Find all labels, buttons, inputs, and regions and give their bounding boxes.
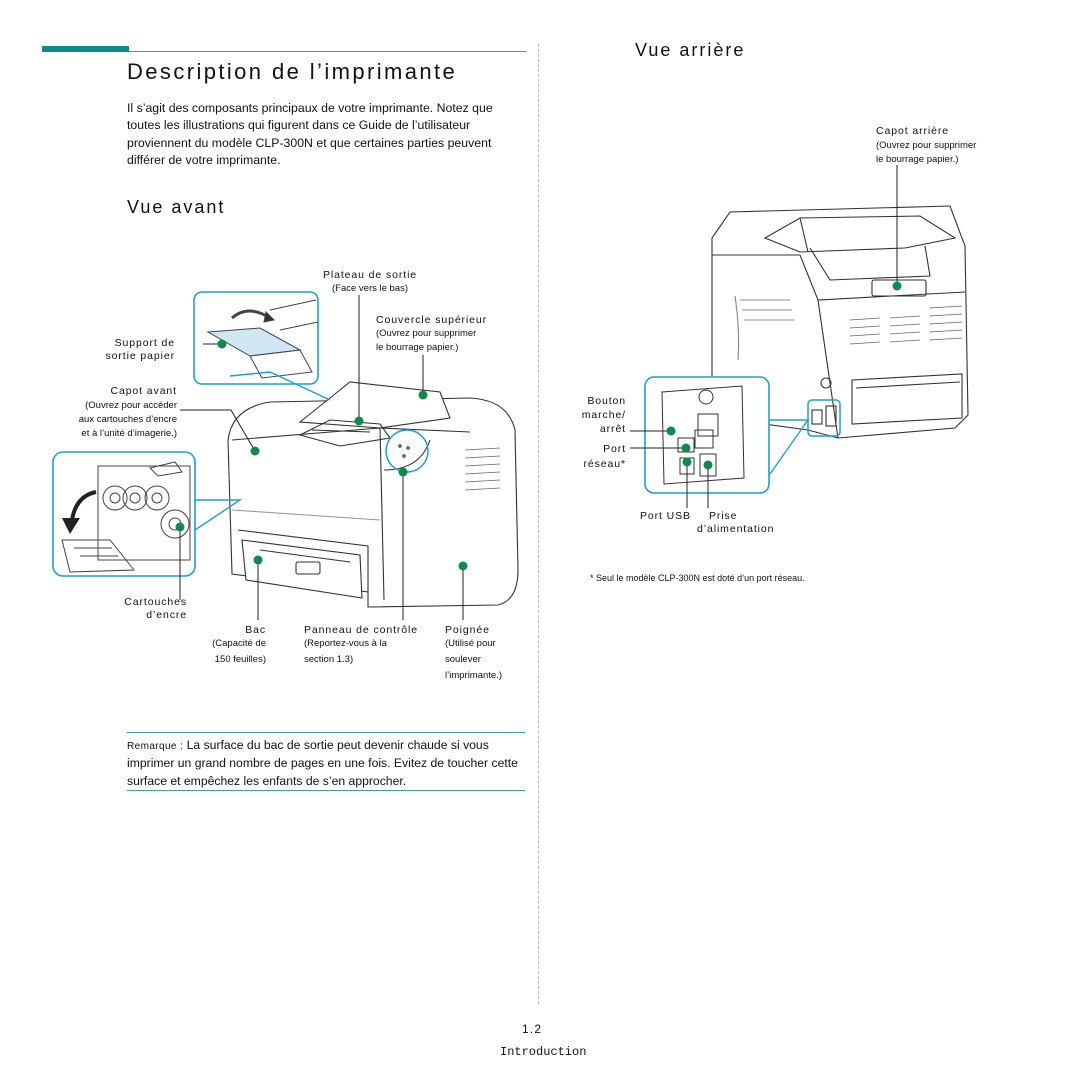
top-cover-sub1: (Ouvrez pour supprimer (376, 328, 477, 339)
power-switch-label-3: arrêt (599, 423, 626, 435)
tray-sub1: (Capacité de (212, 638, 266, 649)
note-label: Remarque : (127, 741, 184, 752)
network-port-label-1: Port (603, 443, 626, 455)
header-accent-bar (42, 46, 129, 52)
handle-sub2: soulever (445, 654, 481, 665)
rear-view-heading: Vue arrière (635, 40, 746, 60)
tray-label: Bac (245, 624, 266, 636)
toner-label-2: d’encre (146, 609, 187, 621)
front-cover-sub2: aux cartouches d’encre (78, 414, 177, 425)
control-panel-sub2: section 1.3) (304, 654, 354, 665)
rear-printer-illustration (630, 165, 969, 508)
handle-sub3: l’imprimante.) (445, 670, 503, 681)
front-view-heading: Vue avant (127, 197, 226, 217)
note-text: La surface du bac de sortie peut devenir… (127, 738, 518, 788)
handle-sub1: (Utilisé pour (445, 638, 496, 649)
chapter-name: Introduction (500, 1045, 587, 1059)
top-cover-sub2: le bourrage papier.) (376, 342, 459, 353)
power-switch-label-2: marche/ (581, 409, 626, 421)
output-tray-label: Plateau de sortie (322, 269, 418, 281)
rear-cover-label: Capot arrière (876, 125, 949, 137)
front-cover-sub1: (Ouvrez pour accéder (85, 400, 177, 411)
power-receptacle-label-1: Prise (709, 510, 738, 522)
note-rule-top (127, 732, 525, 733)
control-panel-sub1: (Reportez-vous à la (304, 638, 387, 649)
note-box: Remarque : La surface du bac de sortie p… (127, 737, 522, 790)
power-receptacle-label-2: d’alimentation (697, 523, 775, 535)
toner-label-1: Cartouches (124, 596, 187, 608)
front-cover-sub3: et à l’unité d’imagerie.) (81, 428, 177, 439)
usb-port-label: Port USB (640, 510, 691, 522)
rear-cover-sub1: (Ouvrez pour supprimer (876, 140, 977, 151)
output-support-label-2: sortie papier (105, 350, 175, 362)
output-tray-sub: (Face vers le bas) (331, 283, 409, 294)
network-port-label-2: réseau* (583, 458, 626, 470)
page-number: 1.2 (522, 1022, 543, 1036)
front-cover-label: Capot avant (110, 385, 177, 397)
power-switch-label-1: Bouton (587, 395, 626, 407)
front-printer-illustration (52, 291, 519, 620)
control-panel-label: Panneau de contrôle (304, 624, 419, 636)
intro-paragraph: Il s’agit des composants principaux de v… (127, 101, 493, 168)
top-cover-label: Couvercle supérieur (376, 314, 488, 326)
network-footnote: * Seul le modèle CLP-300N est doté d’un … (590, 573, 805, 583)
header-rule (129, 51, 526, 52)
tray-sub2: 150 feuilles) (214, 654, 266, 665)
rear-cover-sub2: le bourrage papier.) (876, 154, 959, 165)
note-rule-bottom (127, 790, 525, 791)
column-divider (538, 44, 539, 1004)
output-support-label-1: Support de (114, 337, 175, 349)
handle-label: Poignée (445, 624, 490, 636)
page-title: Description de l’imprimante (127, 59, 458, 84)
